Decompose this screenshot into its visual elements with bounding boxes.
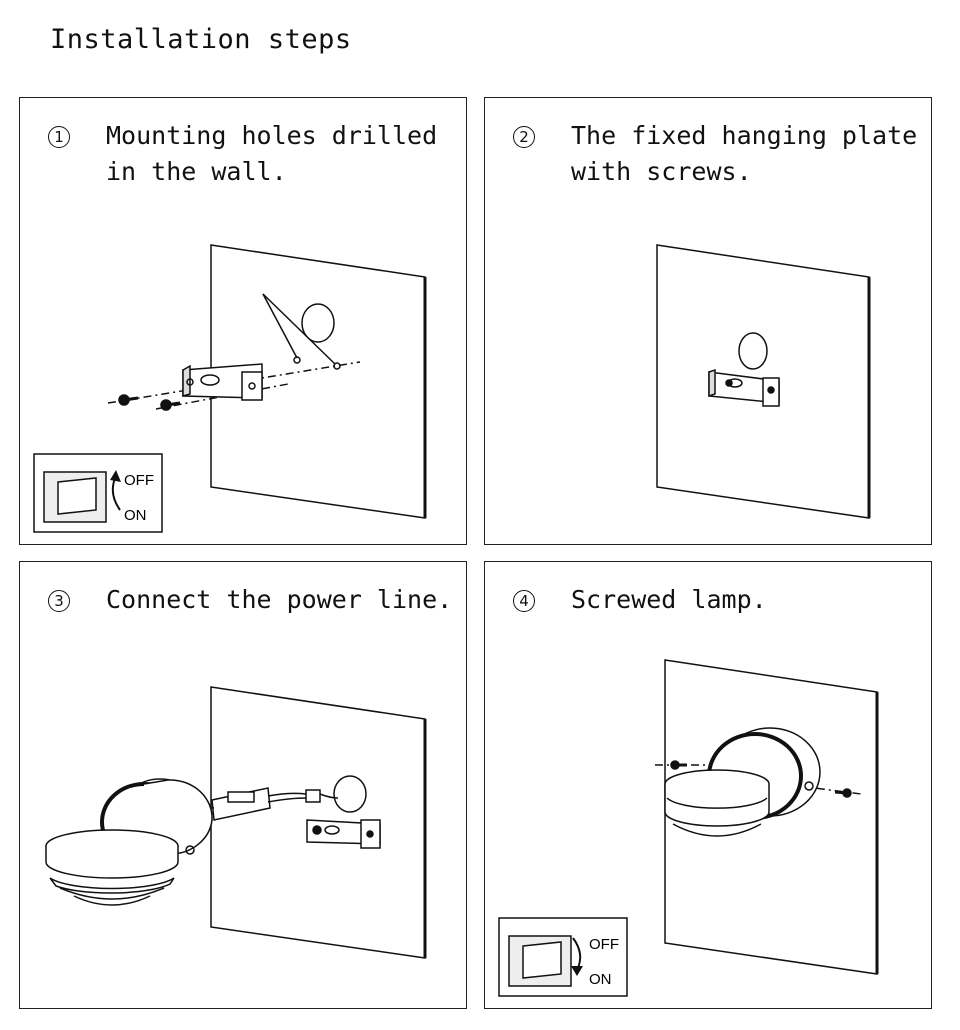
step-4-illustration: OFF ON xyxy=(498,659,879,997)
step-1-illustration: OFF ON xyxy=(33,244,427,533)
switch-off-label: OFF xyxy=(589,936,619,953)
step-4-number: 4 xyxy=(513,590,535,612)
step-3-panel: 3 Connect the power line. xyxy=(19,561,467,1009)
step-4-panel: 4 Screwed lamp. xyxy=(484,561,932,1009)
switch-on-label: ON xyxy=(124,507,147,524)
step-2-caption: The fixed hanging plate with screws. xyxy=(571,121,918,186)
switch-off-label: OFF xyxy=(124,472,154,489)
step-4-caption: Screwed lamp. xyxy=(571,585,767,614)
step-2-number: 2 xyxy=(513,126,535,148)
step-3-caption: Connect the power line. xyxy=(106,585,453,614)
power-switch-on-icon: OFF ON xyxy=(498,917,628,997)
page-title: Installation steps xyxy=(50,24,352,55)
step-1-panel: 1 Mounting holes drilled in the wall. xyxy=(19,97,467,545)
power-switch-off-icon: OFF ON xyxy=(33,453,163,533)
step-2-illustration xyxy=(656,244,871,519)
step-1-caption: Mounting holes drilled in the wall. xyxy=(106,121,438,186)
step-2-panel: 2 The fixed hanging plate with screws. xyxy=(484,97,932,545)
switch-on-label: ON xyxy=(589,971,612,988)
step-3-illustration xyxy=(45,686,427,959)
step-3-number: 3 xyxy=(48,590,70,612)
step-1-number: 1 xyxy=(48,126,70,148)
